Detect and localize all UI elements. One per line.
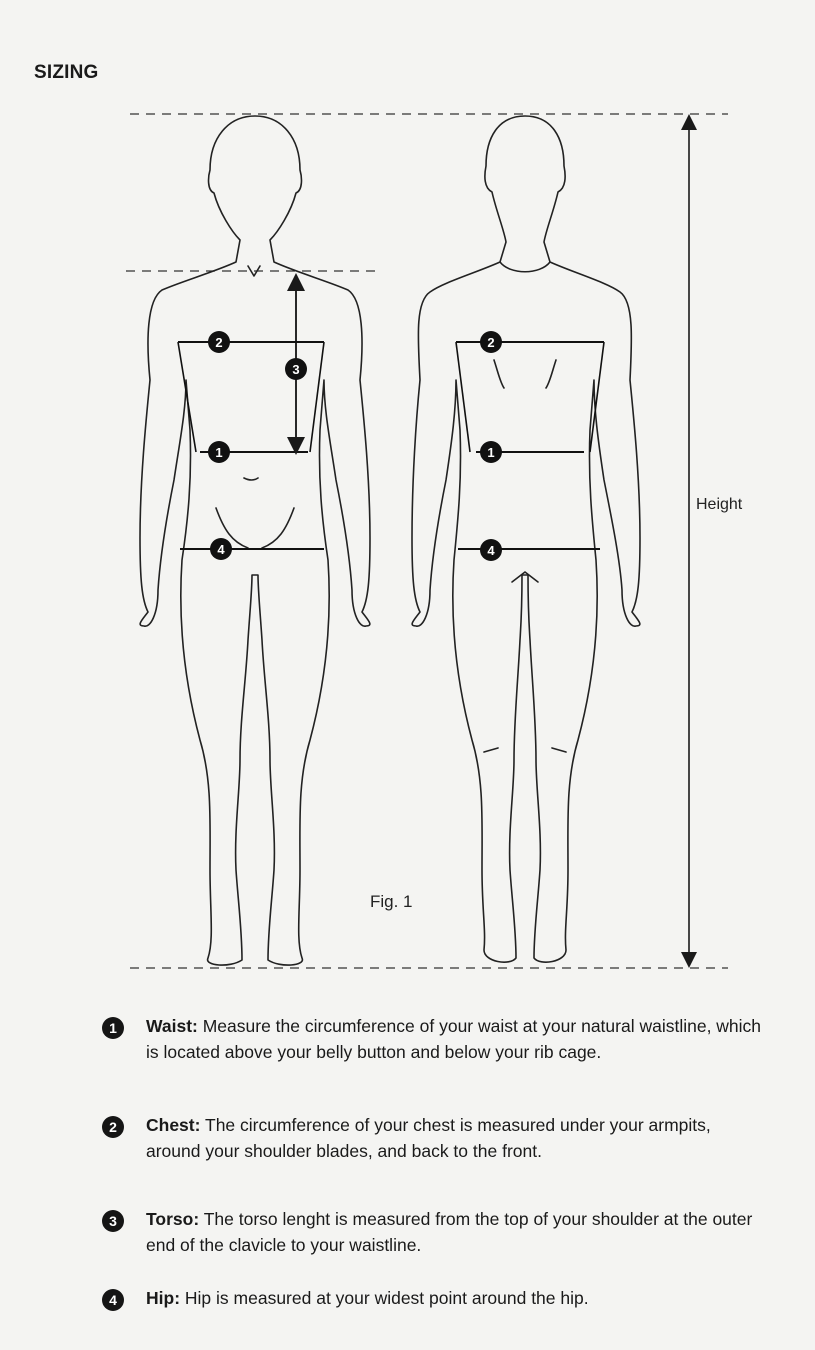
legend-term: Hip: (146, 1288, 181, 1308)
front-chest-side-right (309, 341, 325, 453)
legend-term: Torso: (146, 1209, 200, 1229)
legend-term: Waist: (146, 1016, 198, 1036)
marker-chest-front: 2 (208, 331, 230, 353)
svg-text:1: 1 (215, 445, 222, 460)
marker-hip-front: 4 (210, 538, 232, 560)
legend-item-chest: 2 Chest: The circumference of your chest… (102, 1112, 764, 1164)
front-chest-side-left (177, 341, 197, 453)
legend-item-waist: 1 Waist: Measure the circumference of yo… (102, 1013, 764, 1065)
marker-waist-back: 1 (480, 441, 502, 463)
page-title: SIZING (34, 62, 99, 83)
svg-text:4: 4 (217, 542, 225, 557)
back-chest-side-right (589, 341, 605, 453)
legend-number: 3 (102, 1210, 124, 1232)
legend-description: Hip is measured at your widest point aro… (184, 1288, 589, 1308)
svg-text:4: 4 (487, 543, 495, 558)
front-figure (139, 115, 371, 966)
back-figure (411, 115, 641, 963)
legend-number: 4 (102, 1289, 124, 1311)
height-label: Height (696, 496, 743, 513)
svg-text:1: 1 (487, 445, 494, 460)
back-chest-side-left (455, 341, 471, 453)
svg-text:2: 2 (215, 335, 222, 350)
svg-text:3: 3 (292, 362, 299, 377)
marker-waist-front: 1 (208, 441, 230, 463)
legend-term: Chest: (146, 1115, 201, 1135)
legend-item-hip: 4 Hip: Hip is measured at your widest po… (102, 1285, 764, 1311)
legend-description: The circumference of your chest is measu… (146, 1115, 711, 1161)
marker-hip-back: 4 (480, 539, 502, 561)
svg-text:2: 2 (487, 335, 494, 350)
figure-caption: Fig. 1 (370, 892, 413, 911)
marker-torso: 3 (285, 358, 307, 380)
body-measurement-diagram: Height 2 3 1 4 2 1 4 Fig. 1 (126, 113, 743, 969)
legend-description: Measure the circumference of your waist … (146, 1016, 762, 1062)
marker-chest-back: 2 (480, 331, 502, 353)
legend-description: The torso lenght is measured from the to… (146, 1209, 753, 1255)
legend-number: 2 (102, 1116, 124, 1138)
legend-number: 1 (102, 1017, 124, 1039)
legend-item-torso: 3 Torso: The torso lenght is measured fr… (102, 1206, 764, 1258)
